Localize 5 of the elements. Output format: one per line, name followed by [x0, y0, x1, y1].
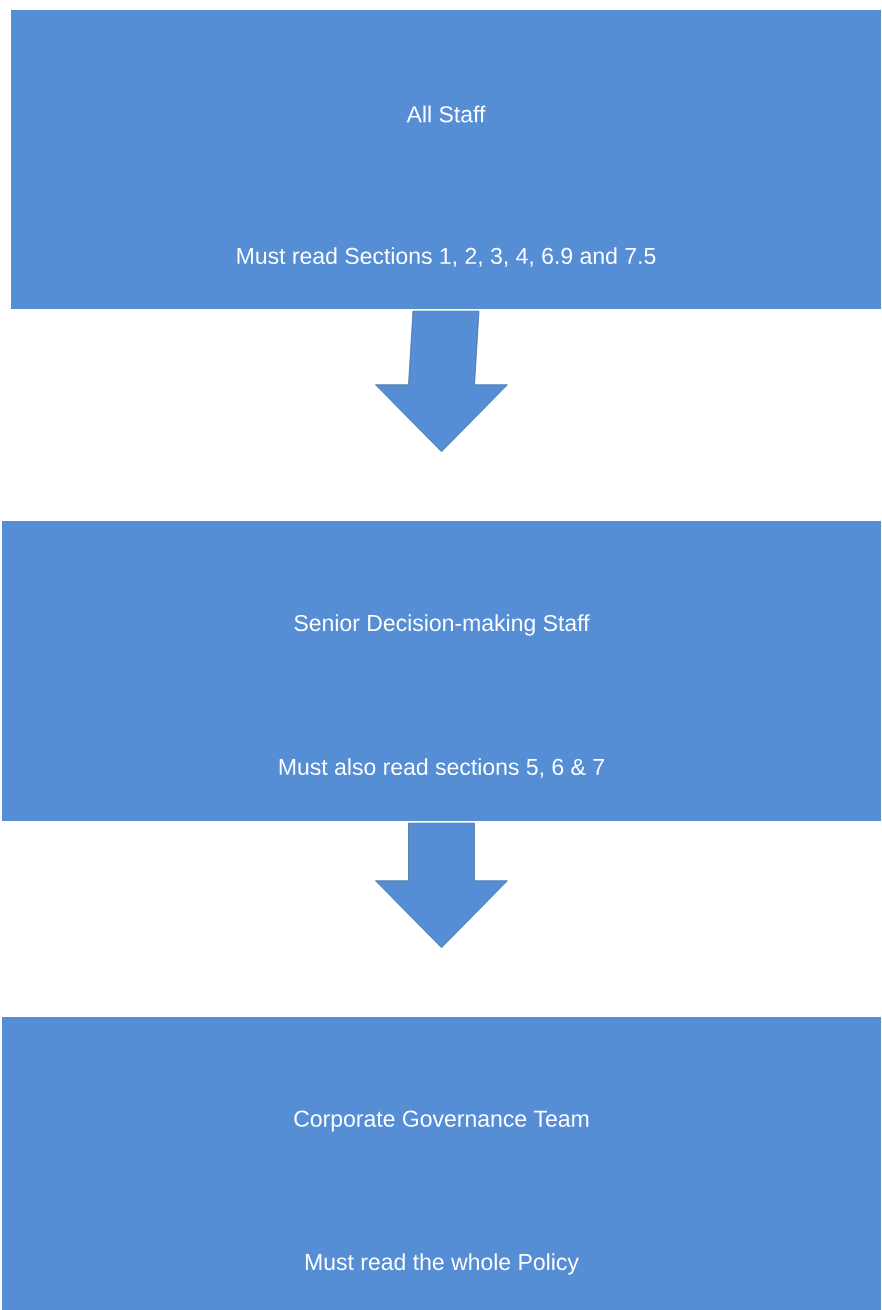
block-arrow — [375, 822, 508, 949]
block-arrow — [375, 310, 508, 453]
process-box: All Staff Must read Sections 1, 2, 3, 4, 6.9 and 7.5 — [11, 10, 881, 309]
process-box: Senior Decision-making Staff Must also read sections 5, 6 & 7 — [2, 521, 881, 821]
process-box: Corporate Governance Team Must read the whole Policy — [2, 1017, 881, 1310]
